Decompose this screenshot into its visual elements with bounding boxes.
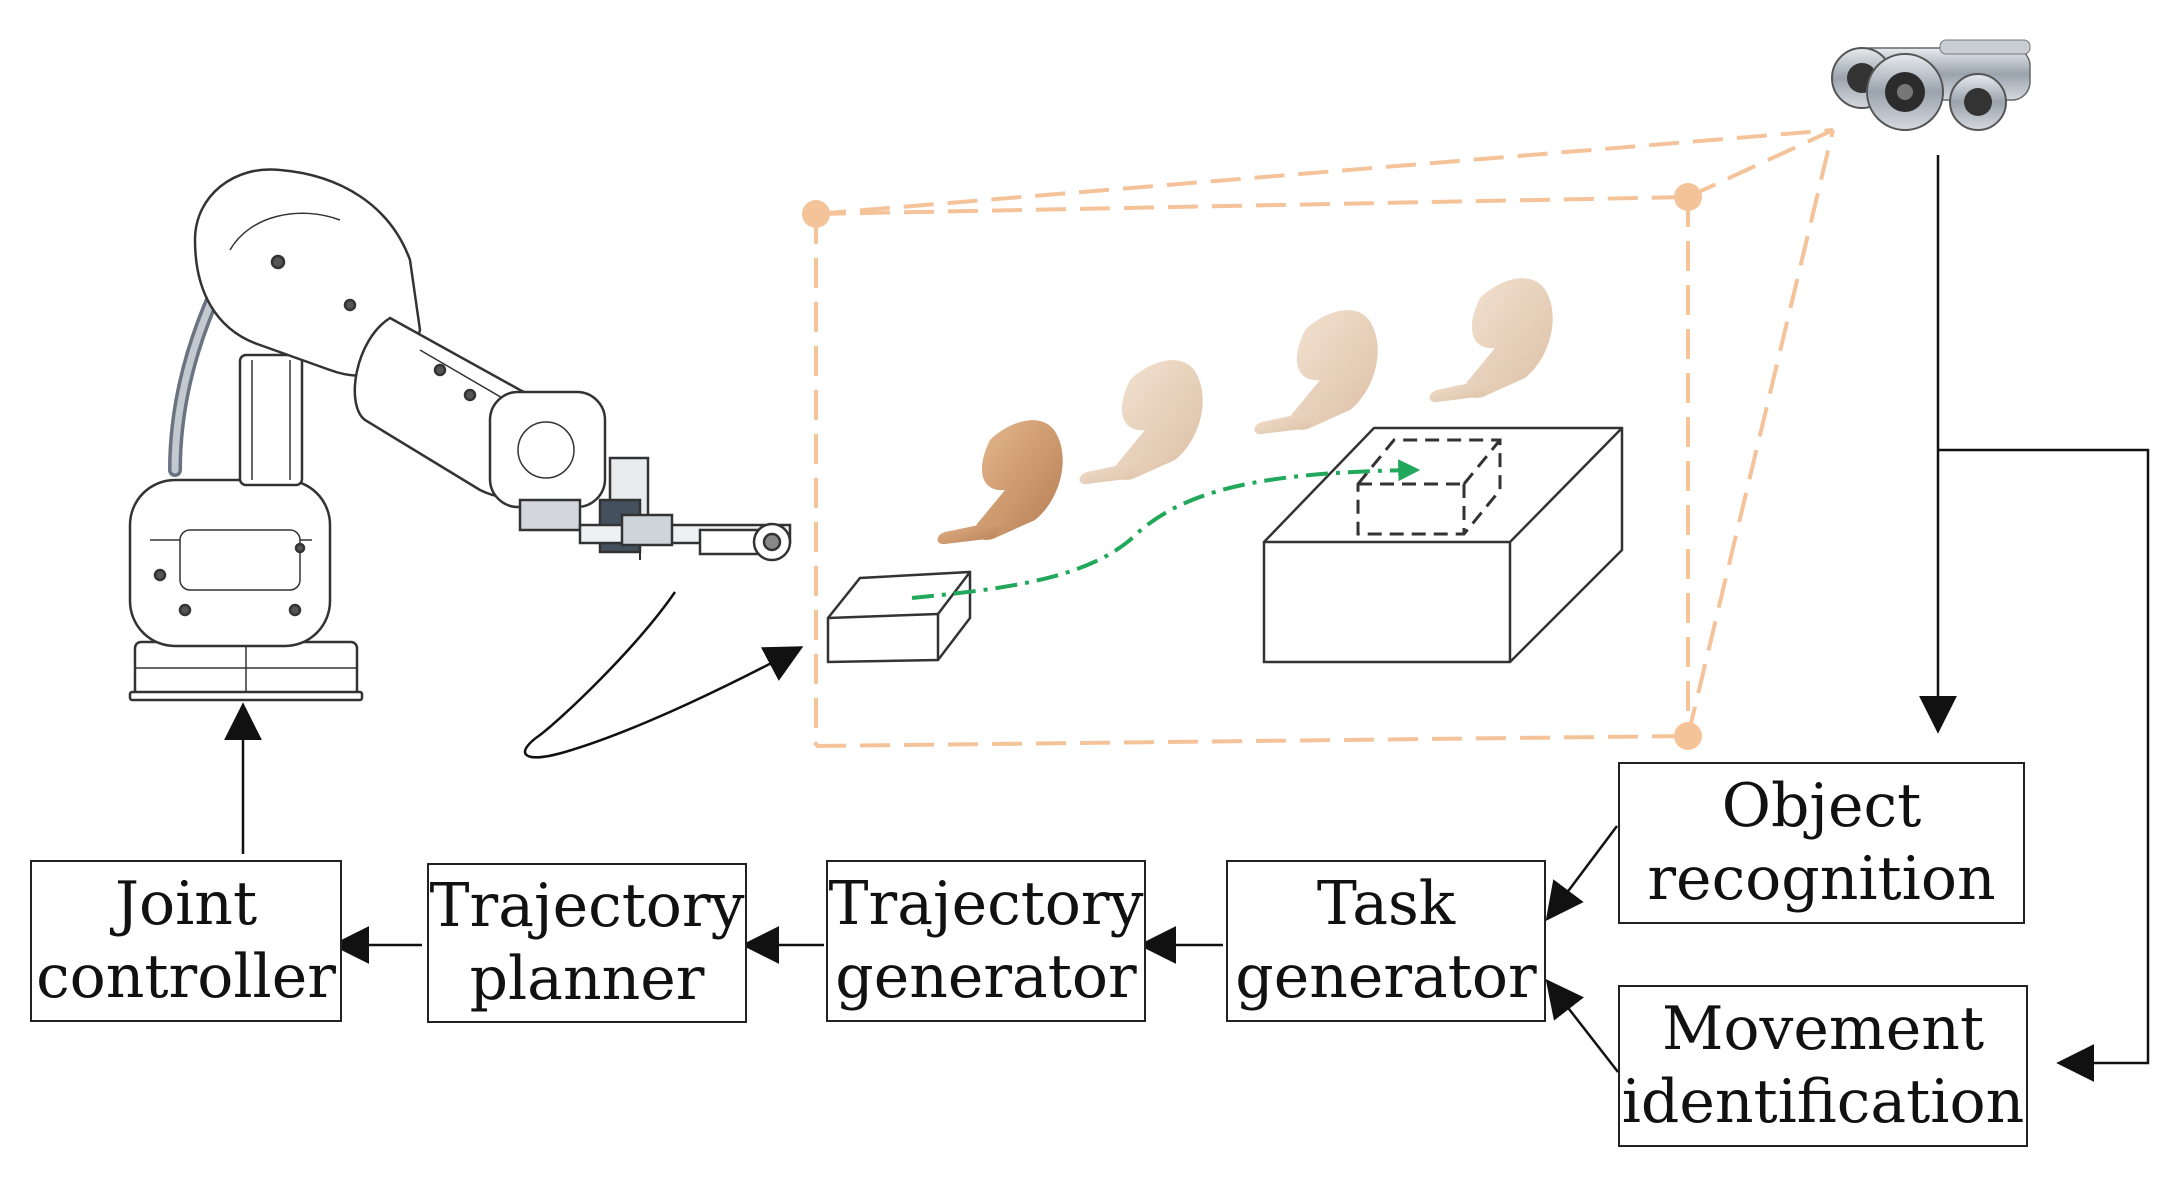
workspace-region (814, 128, 1835, 748)
movement-identification-line-1: Movement (1661, 993, 1985, 1064)
trajectory-generator-block: Trajectory generator (826, 860, 1146, 1022)
task-generator-line-2: generator (1235, 942, 1537, 1012)
movement-identification-line-2: identification (1621, 1067, 2025, 1137)
connectors (224, 155, 2150, 1082)
large-box (1262, 426, 1624, 664)
robot-arm-icon (128, 168, 792, 702)
object-recognition-block: Object recognition (1618, 762, 2025, 924)
trajectory-generator-line-2: generator (835, 942, 1137, 1012)
motion-path (911, 459, 1421, 600)
hand-pointer-icon (937, 278, 1553, 545)
trajectory-planner-block: Trajectory planner (427, 863, 747, 1023)
movement-identification-block: Movement identification (1618, 985, 2028, 1147)
trajectory-planner-line-2: planner (469, 944, 705, 1014)
small-box (826, 570, 972, 664)
robot-to-workspace-arrow (523, 591, 804, 759)
workspace-corner-markers (802, 183, 1702, 750)
joint-controller-line-2: controller (36, 942, 336, 1012)
camera-icon (1831, 39, 2031, 131)
task-generator-line-1: Task (1316, 868, 1456, 939)
joint-controller-block: Joint controller (30, 860, 342, 1022)
target-box-dashed (1356, 438, 1502, 536)
object-recognition-line-1: Object (1721, 770, 1922, 841)
trajectory-generator-line-1: Trajectory (828, 868, 1144, 939)
task-generator-block: Task generator (1226, 860, 1546, 1022)
trajectory-planner-line-1: Trajectory (429, 870, 745, 941)
object-recognition-line-2: recognition (1647, 844, 1996, 914)
joint-controller-line-1: Joint (114, 868, 258, 939)
